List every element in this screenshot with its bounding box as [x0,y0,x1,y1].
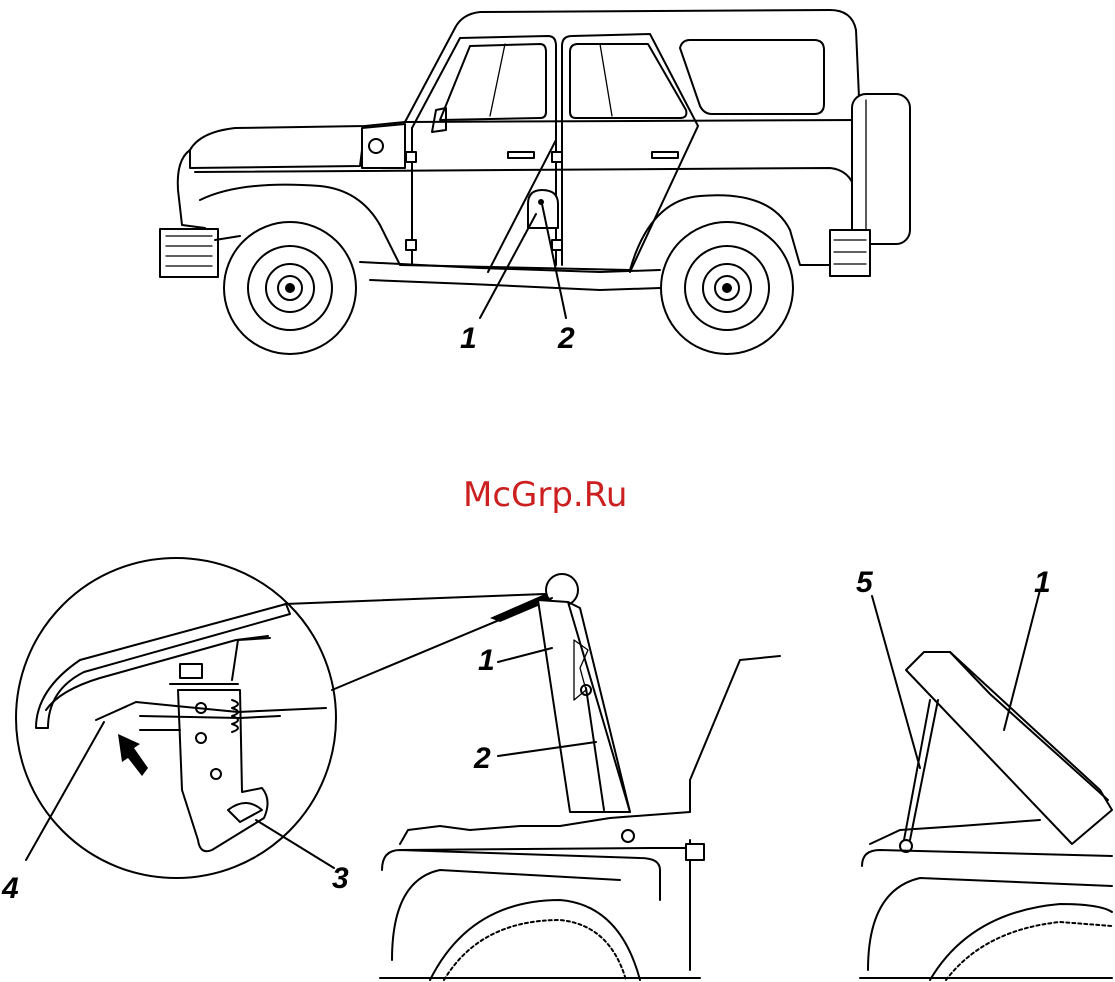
hood-raised-view [380,574,780,980]
callout-detail-3: 3 [332,862,349,895]
callout-detail-1: 1 [478,644,495,677]
hood-open-view [860,590,1112,980]
open-hood [906,652,1112,844]
callout-top-2: 2 [557,322,575,355]
pull-arrow-icon [118,734,148,776]
callout-right-1: 1 [1034,566,1051,599]
watermark-text: McGrp.Ru [463,475,627,515]
raised-hood [538,600,630,812]
rear-wheel [661,222,793,354]
vehicle-side-view [160,10,910,354]
callout-right-5: 5 [856,566,874,599]
front-wheel [224,222,356,354]
callout-detail-4: 4 [1,872,19,905]
detail-circle [16,558,336,878]
callout-detail-2: 2 [473,742,491,775]
spare-tire [852,94,910,244]
callout-top-1: 1 [460,322,477,355]
rear-bumper [830,230,870,276]
